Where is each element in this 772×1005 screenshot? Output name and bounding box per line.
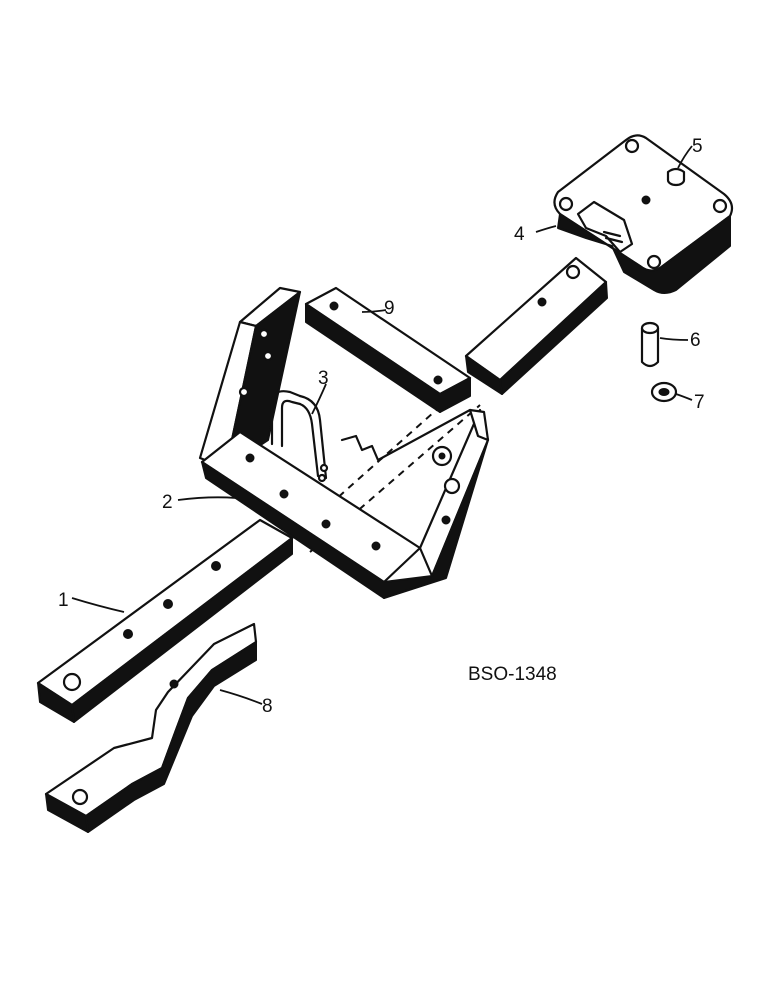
bracket-hole (238, 386, 250, 398)
plate-hole (329, 301, 339, 311)
washer-part-7 (650, 381, 678, 403)
callout-8: 8 (262, 696, 273, 717)
leader-lines (71, 145, 693, 705)
casting-bolt (624, 138, 640, 154)
drawbar-hole (211, 561, 221, 571)
casting-bolt (712, 198, 728, 214)
strap-hole (71, 788, 89, 806)
drawbar-hole (565, 264, 581, 280)
bracket-hole (371, 541, 381, 551)
callout-6: 6 (690, 330, 701, 351)
casting-hole (641, 195, 651, 205)
callout-2: 2 (162, 492, 173, 513)
bracket-hole (245, 453, 255, 463)
bracket-hole (258, 328, 270, 340)
drawbar-hole (537, 297, 547, 307)
callout-5: 5 (692, 136, 703, 157)
bracket-hole (443, 477, 461, 495)
bracket-hole (262, 350, 274, 362)
top-plate-part-9 (304, 286, 472, 413)
callout-4: 4 (514, 224, 525, 245)
plate-hole (433, 375, 443, 385)
drawbar-hole (163, 599, 173, 609)
strap-hole (169, 679, 179, 689)
bracket-hole (441, 515, 451, 525)
pin-part-6 (640, 321, 660, 368)
casting-bolt (646, 254, 662, 270)
offset-strap-part-8 (44, 622, 258, 833)
callout-7: 7 (694, 392, 705, 413)
callout-3: 3 (318, 368, 329, 389)
stud-part-5 (666, 167, 686, 187)
hitch-casting-part-4 (553, 134, 734, 294)
callout-1: 1 (58, 590, 69, 611)
casting-bolt (558, 196, 574, 212)
bracket-hole (279, 489, 289, 499)
drawing-reference-code: BSO-1348 (468, 664, 557, 685)
callout-9: 9 (384, 298, 395, 319)
bracket-hole (321, 519, 331, 529)
drawbar-hole (123, 629, 133, 639)
bracket-part-2 (198, 286, 490, 599)
drawbar-part-1 (36, 256, 608, 723)
drawbar-hole (62, 672, 82, 692)
